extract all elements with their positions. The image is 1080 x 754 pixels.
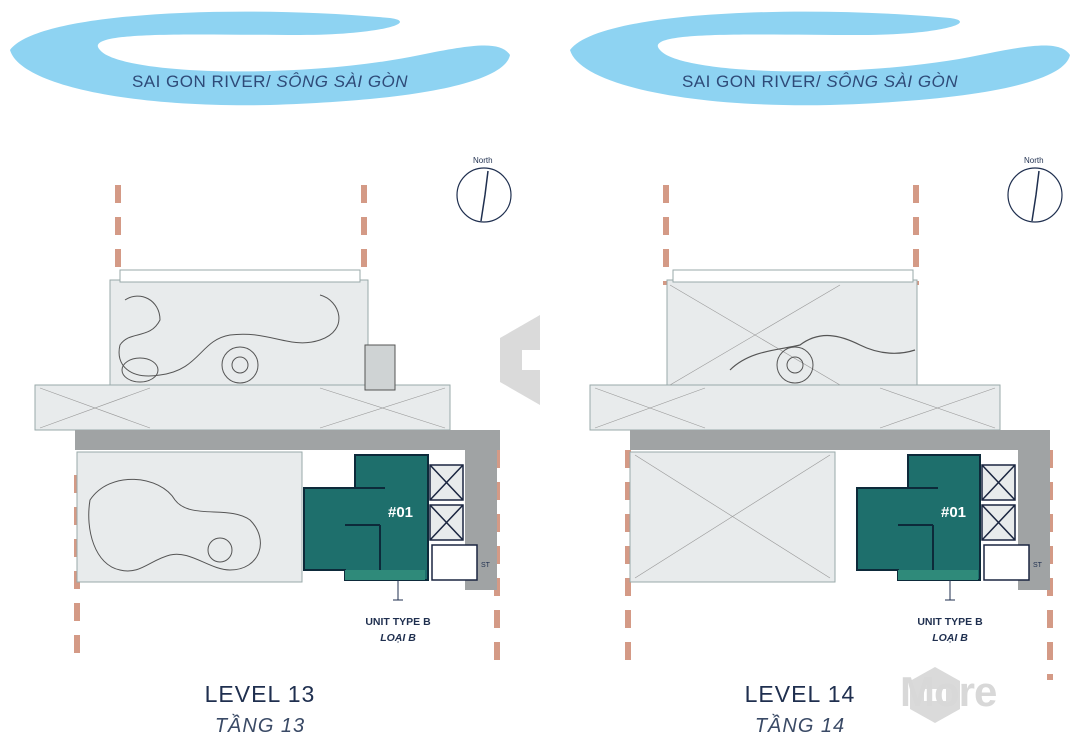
level-title-vi: TẦNG 13	[214, 715, 306, 737]
river-name: SAI GON RIVER/	[131, 72, 272, 91]
floor-plan-level-13: SAI GON RIVER/ SÔNG SÀI GÒN North #01 ST…	[0, 11, 540, 737]
elevator-core	[981, 464, 1030, 581]
watermark-logo-icon	[500, 315, 540, 405]
stair-label: ST	[1033, 562, 1042, 569]
river-shape	[10, 11, 510, 106]
corridor	[630, 430, 1050, 450]
river-shape	[570, 11, 1070, 106]
river-name-vi: SÔNG SÀI GÒN	[826, 72, 959, 91]
level-title-vi: TẦNG 14	[754, 715, 846, 737]
level-title: LEVEL 14	[744, 681, 856, 707]
watermark-logo-icon	[910, 667, 960, 723]
floor-plan-level-14: SAI GON RIVER/ SÔNG SÀI GÒN North #01 ST…	[540, 0, 1080, 754]
north-compass	[1007, 167, 1063, 223]
river-label: SAI GON RIVER/ SÔNG SÀI GÒN	[0, 72, 540, 92]
floor-plan-drawing	[10, 11, 540, 665]
level-title: LEVEL 13	[204, 681, 316, 707]
unit-number: #01	[388, 504, 414, 521]
river-name-vi: SÔNG SÀI GÒN	[276, 72, 409, 91]
river-label: SAI GON RIVER/ SÔNG SÀI GÒN	[550, 72, 1080, 92]
unit-type-label-vi: LOẠI B	[380, 632, 416, 644]
stair-label: ST	[481, 562, 490, 569]
watermark-text: More	[900, 668, 997, 715]
north-label: North	[473, 156, 493, 165]
river-name: SAI GON RIVER/	[681, 72, 822, 91]
upper-block	[589, 269, 1001, 431]
unit-01	[303, 454, 429, 581]
north-compass	[456, 167, 512, 223]
lower-block	[629, 451, 836, 583]
unit-type-label: UNIT TYPE B	[917, 616, 983, 628]
floor-plan-drawing	[570, 11, 1070, 723]
corridor	[75, 430, 500, 450]
north-label: North	[1024, 156, 1044, 165]
elevator-core	[429, 464, 478, 581]
unit-type-label-vi: LOẠI B	[932, 632, 968, 644]
unit-01	[856, 454, 981, 581]
upper-block	[34, 269, 451, 431]
unit-number: #01	[941, 504, 967, 521]
lower-block	[76, 451, 303, 583]
unit-type-label: UNIT TYPE B	[365, 616, 431, 628]
